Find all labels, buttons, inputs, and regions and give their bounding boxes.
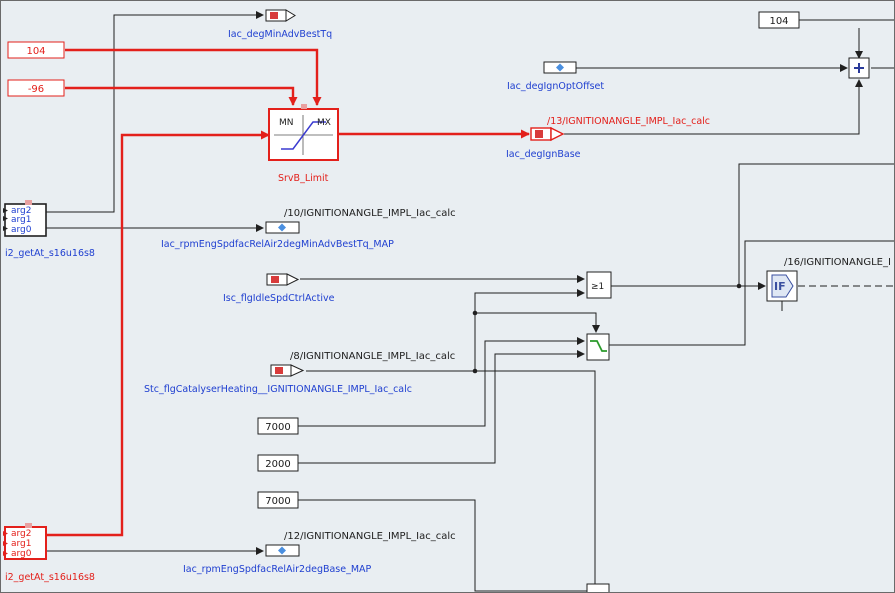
if-block-label: IF bbox=[774, 280, 786, 293]
port-arg1: arg1 bbox=[11, 215, 32, 225]
message-map-best-tq[interactable]: /10/IGNITIONANGLE_IMPL_Iac_calc Iac_rpmE… bbox=[161, 208, 456, 250]
switch-block-lower[interactable] bbox=[586, 583, 610, 593]
block-label: SrvB_Limit bbox=[278, 173, 329, 184]
constant-7000-a[interactable]: 7000 bbox=[257, 417, 299, 435]
or-block-symbol: ≥1 bbox=[591, 282, 604, 292]
message-label: Iac_degIgnBase bbox=[506, 149, 581, 160]
if-block[interactable]: IF /16/IGNITIONANGLE_I bbox=[766, 257, 891, 302]
constant-7000-b[interactable]: 7000 bbox=[257, 491, 299, 509]
limit-block[interactable]: MN MX SrvB_Limit bbox=[268, 104, 339, 184]
constant-minus96[interactable]: -96 bbox=[7, 79, 65, 97]
message-ign-base[interactable]: /13/IGNITIONANGLE_IMPL_Iac_calc Iac_degI… bbox=[506, 116, 710, 160]
signal-name: /13/IGNITIONANGLE_IMPL_Iac_calc bbox=[547, 116, 710, 127]
message-label: Iac_degMinAdvBestTq bbox=[228, 29, 332, 40]
highlighted-wires bbox=[46, 48, 530, 537]
port-arg1: arg1 bbox=[11, 539, 32, 549]
port-arg0: arg0 bbox=[11, 549, 32, 559]
signal-wires bbox=[46, 11, 894, 592]
message-catalyser-heating[interactable]: /8/IGNITIONANGLE_IMPL_Iac_calc Stc_flgCa… bbox=[144, 351, 455, 395]
constant-104-right[interactable]: 104 bbox=[758, 11, 800, 29]
port-arg0: arg0 bbox=[11, 225, 32, 235]
port-arg2: arg2 bbox=[11, 206, 32, 216]
block-label: i2_getAt_s16u16s8 bbox=[5, 572, 95, 583]
limit-max-label: MX bbox=[317, 118, 331, 128]
message-min-adv-best-tq[interactable]: Iac_degMinAdvBestTq bbox=[228, 9, 332, 40]
adder-block[interactable] bbox=[848, 57, 870, 79]
constant-value: 104 bbox=[26, 46, 45, 57]
message-label: Stc_flgCatalyserHeating__IGNITIONANGLE_I… bbox=[144, 384, 412, 395]
constant-value: 104 bbox=[769, 16, 788, 27]
get-at-block-lower[interactable]: arg2 arg1 arg0 i2_getAt_s16u16s8 bbox=[3, 523, 95, 583]
message-ign-opt-offset[interactable]: Iac_degIgnOptOffset bbox=[507, 61, 604, 92]
signal-name: /8/IGNITIONANGLE_IMPL_Iac_calc bbox=[290, 351, 455, 362]
constant-value: 2000 bbox=[265, 459, 290, 470]
signal-name: /10/IGNITIONANGLE_IMPL_Iac_calc bbox=[284, 208, 456, 219]
constant-2000[interactable]: 2000 bbox=[257, 454, 299, 472]
message-label: Iac_degIgnOptOffset bbox=[507, 81, 604, 92]
message-label: Iac_rpmEngSpdfacRelAir2degBase_MAP bbox=[183, 564, 372, 575]
message-label: Isc_flgIdleSpdCtrlActive bbox=[223, 293, 335, 304]
or-block[interactable]: ≥1 bbox=[586, 271, 612, 299]
message-idle-active[interactable]: Isc_flgIdleSpdCtrlActive bbox=[223, 273, 335, 304]
block-label: i2_getAt_s16u16s8 bbox=[5, 248, 95, 259]
constant-value: -96 bbox=[28, 84, 44, 95]
constant-104-left[interactable]: 104 bbox=[7, 41, 65, 59]
message-map-base[interactable]: /12/IGNITIONANGLE_IMPL_Iac_calc Iac_rpmE… bbox=[183, 531, 456, 575]
port-arg2: arg2 bbox=[11, 529, 32, 539]
constant-value: 7000 bbox=[265, 496, 290, 507]
signal-name: /16/IGNITIONANGLE_I bbox=[784, 257, 891, 268]
signal-name: /12/IGNITIONANGLE_IMPL_Iac_calc bbox=[284, 531, 456, 542]
junction-dots bbox=[472, 283, 742, 374]
constant-value: 7000 bbox=[265, 422, 290, 433]
get-at-block-upper[interactable]: arg2 arg1 arg0 i2_getAt_s16u16s8 bbox=[3, 200, 95, 259]
limit-min-label: MN bbox=[279, 118, 294, 128]
switch-block[interactable] bbox=[586, 333, 610, 361]
message-label: Iac_rpmEngSpdfacRelAir2degMinAdvBestTq_M… bbox=[161, 239, 394, 250]
